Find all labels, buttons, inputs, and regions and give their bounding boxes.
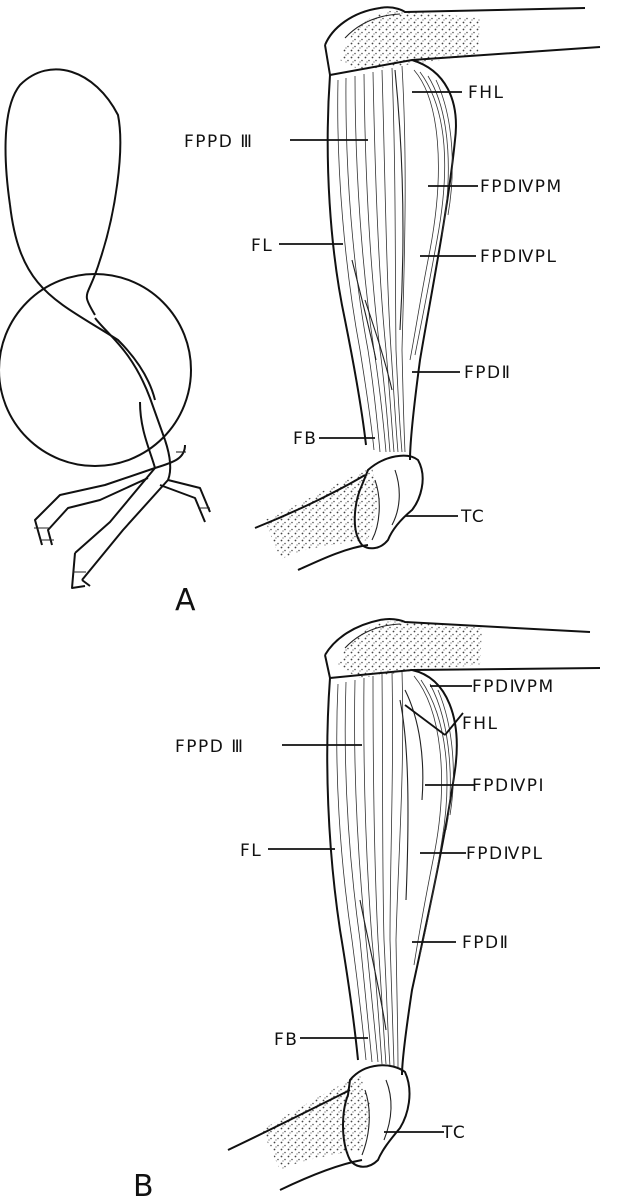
svg-text:TC: TC	[441, 1123, 466, 1143]
locator-circle	[0, 274, 191, 466]
leg-drawing-b	[228, 619, 600, 1190]
panel-letter-b: B	[133, 1169, 154, 1204]
muscle-fibers-a	[338, 66, 453, 452]
svg-text:FPPD Ⅲ: FPPD Ⅲ	[184, 132, 254, 152]
svg-text:FPDⅣPL: FPDⅣPL	[466, 844, 544, 864]
svg-text:FL: FL	[251, 236, 273, 256]
bird-silhouette-sketch	[0, 69, 210, 588]
svg-text:FPDⅡ: FPDⅡ	[464, 363, 512, 383]
svg-text:FPDⅣPM: FPDⅣPM	[480, 177, 563, 197]
svg-text:FPDⅣPL: FPDⅣPL	[480, 247, 558, 267]
label-fb-b: FB	[274, 1030, 368, 1050]
svg-text:FHL: FHL	[468, 83, 505, 103]
svg-text:TC: TC	[460, 507, 485, 527]
label-fl-a: FL	[251, 236, 343, 256]
svg-text:FPDⅣPI: FPDⅣPI	[472, 776, 545, 796]
svg-text:FB: FB	[293, 429, 317, 449]
label-fl-b: FL	[240, 841, 335, 861]
label-fpd4pm-b: FPDⅣPM	[430, 677, 555, 697]
label-fpd2-b: FPDⅡ	[412, 933, 510, 953]
svg-text:FPPD Ⅲ: FPPD Ⅲ	[175, 737, 245, 757]
label-fpd4pi-b: FPDⅣPI	[425, 776, 545, 796]
label-fhl-a: FHL	[412, 83, 505, 103]
label-group-a: FHL FPPD Ⅲ FPDⅣPM FL FPDⅣPL FPDⅡ FB TC	[175, 83, 563, 618]
label-fpd2-a: FPDⅡ	[412, 363, 512, 383]
svg-text:FHL: FHL	[462, 714, 499, 734]
label-fpd4pl-a: FPDⅣPL	[420, 247, 558, 267]
svg-text:FPDⅣPM: FPDⅣPM	[472, 677, 555, 697]
muscle-fibers-b	[337, 672, 454, 1068]
svg-text:FPDⅡ: FPDⅡ	[462, 933, 510, 953]
svg-text:FB: FB	[274, 1030, 298, 1050]
label-tc-a: TC	[405, 507, 485, 527]
label-fppd3-a: FPPD Ⅲ	[184, 132, 368, 152]
panel-letter-a: A	[175, 583, 196, 618]
label-fb-a: FB	[293, 429, 375, 449]
label-fppd3-b: FPPD Ⅲ	[175, 737, 362, 757]
svg-text:FL: FL	[240, 841, 262, 861]
